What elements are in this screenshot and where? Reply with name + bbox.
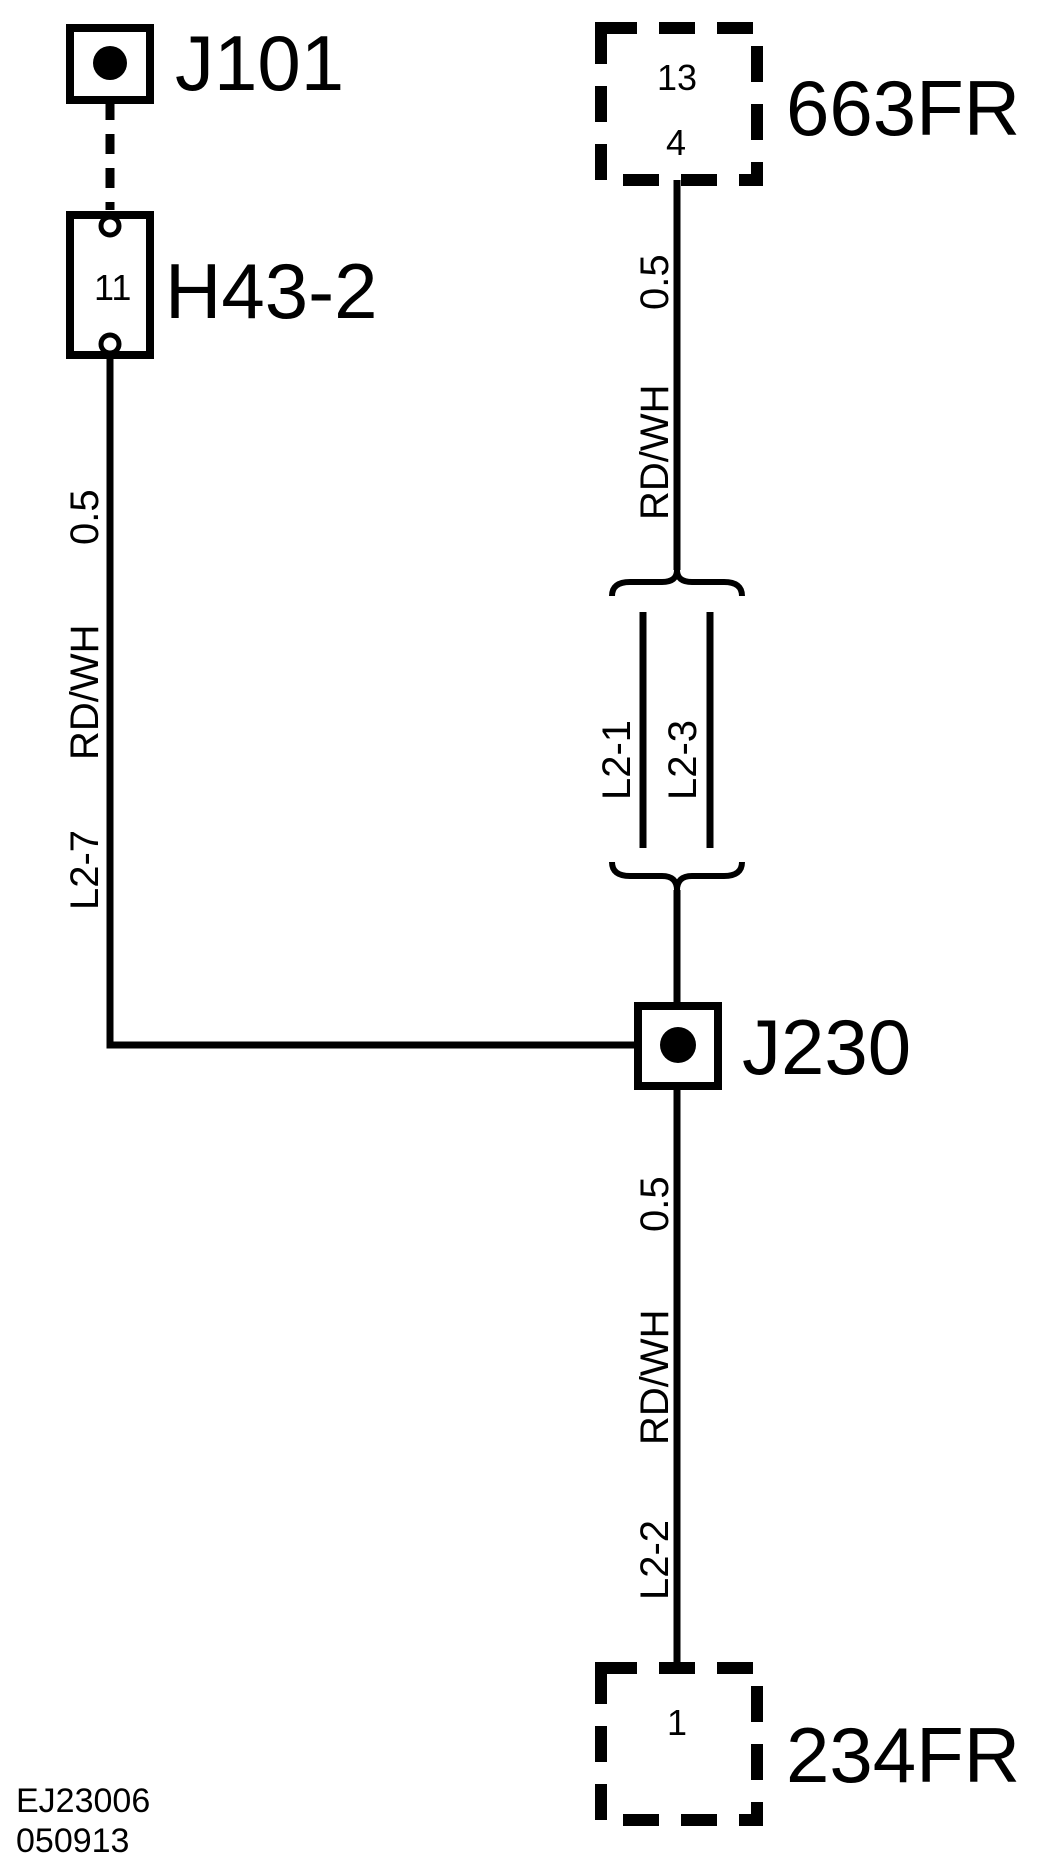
- 234fr-dashed-box: [595, 1662, 763, 1826]
- h43-2-pin-number: 11: [94, 267, 131, 308]
- h43-2-connector: 11: [66, 211, 154, 359]
- left-wire-circuit: L2-7: [63, 830, 107, 910]
- left-wire: [106, 353, 645, 1049]
- j230-connector: [634, 1002, 722, 1090]
- j230-terminal-dot: [660, 1027, 696, 1063]
- left-wire-size: 0.5: [63, 489, 107, 545]
- figure-date-code: 050913: [16, 1822, 129, 1860]
- upper-splice-brace: [609, 569, 745, 597]
- 234fr-pin: 1: [667, 1702, 687, 1743]
- 663fr-pin-top: 13: [657, 57, 697, 98]
- h43-2-label: H43-2: [165, 247, 377, 335]
- bottom-right-wire-size: 0.5: [633, 1176, 677, 1232]
- 663fr-dashed-box: [595, 22, 763, 186]
- h43-2-pin-bottom: [98, 332, 122, 356]
- j101-label: J101: [175, 19, 344, 107]
- figure-code: EJ23006: [16, 1782, 150, 1820]
- top-right-wire-size: 0.5: [633, 254, 677, 310]
- left-wire-color: RD/WH: [63, 624, 107, 760]
- 663fr-label: 663FR: [786, 64, 1020, 152]
- h43-2-pin-top: [98, 214, 122, 238]
- j101-terminal-dot: [93, 46, 127, 80]
- bottom-right-wire-circuit: L2-2: [633, 1520, 677, 1600]
- splice-left-circuit: L2-1: [595, 720, 639, 800]
- 663fr-connector: 13 4: [595, 22, 763, 186]
- top-right-wire-color: RD/WH: [633, 384, 677, 520]
- 234fr-connector: 1: [595, 1662, 763, 1826]
- bottom-right-wire-color: RD/WH: [633, 1309, 677, 1445]
- lower-splice-brace: [609, 861, 745, 891]
- 663fr-pin-bottom: 4: [666, 122, 686, 163]
- j230-label: J230: [742, 1003, 911, 1091]
- 234fr-label: 234FR: [786, 1711, 1020, 1799]
- j101-connector: [66, 24, 154, 104]
- splice-right-circuit: L2-3: [661, 720, 705, 800]
